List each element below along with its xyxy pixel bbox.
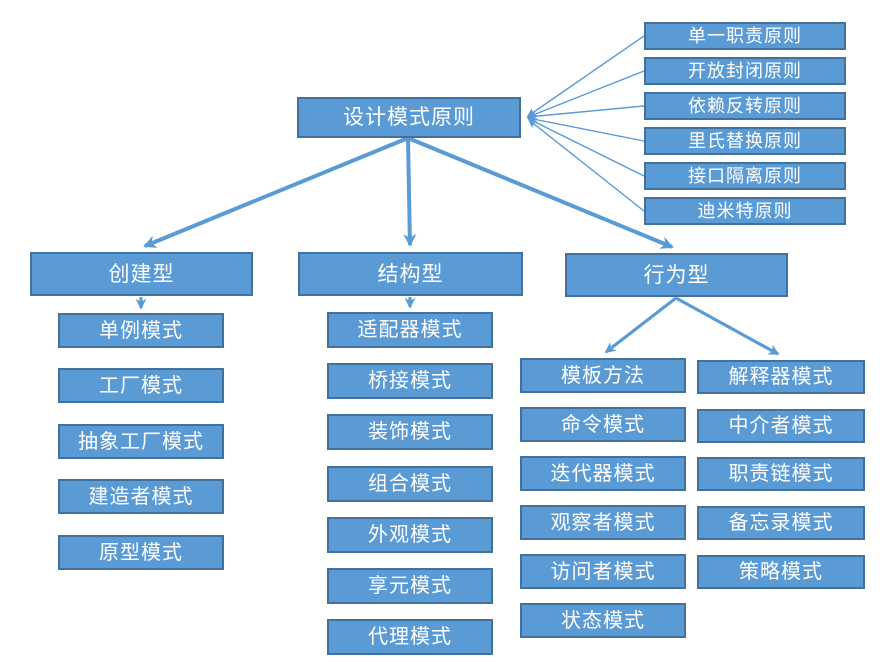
node-design-principles-root: 设计模式原则: [297, 97, 521, 138]
node-pattern-prototype: 原型模式: [58, 535, 224, 570]
node-pattern-mediator: 中介者模式: [697, 409, 865, 443]
node-pattern-state: 状态模式: [520, 603, 686, 638]
child-connectors: [135, 296, 780, 356]
node-pattern-chain-of-responsibility: 职责链模式: [697, 457, 865, 491]
node-principle-open-closed: 开放封闭原则: [644, 57, 846, 85]
node-pattern-facade: 外观模式: [327, 517, 493, 553]
node-pattern-adapter: 适配器模式: [327, 312, 493, 348]
node-principle-single-responsibility: 单一职责原则: [644, 22, 846, 50]
node-pattern-proxy: 代理模式: [327, 619, 493, 655]
node-pattern-flyweight: 享元模式: [327, 568, 493, 604]
node-pattern-command: 命令模式: [520, 407, 686, 442]
node-category-structural: 结构型: [298, 252, 523, 296]
node-pattern-interpreter: 解释器模式: [697, 360, 865, 394]
node-pattern-decorator: 装饰模式: [327, 414, 493, 450]
node-pattern-visitor: 访问者模式: [520, 554, 686, 589]
node-pattern-observer: 观察者模式: [520, 505, 686, 540]
node-pattern-template-method: 模板方法: [520, 358, 686, 393]
node-pattern-strategy: 策略模式: [697, 555, 865, 589]
node-category-creational: 创建型: [30, 252, 253, 296]
node-principle-liskov-substitution: 里氏替换原则: [644, 127, 846, 155]
node-pattern-composite: 组合模式: [327, 466, 493, 502]
principle-connectors: [526, 35, 645, 212]
node-pattern-iterator: 迭代器模式: [520, 456, 686, 491]
node-pattern-builder: 建造者模式: [58, 479, 224, 514]
node-pattern-memento: 备忘录模式: [697, 506, 865, 540]
category-connectors: [143, 136, 674, 249]
node-pattern-bridge: 桥接模式: [327, 363, 493, 399]
node-pattern-abstract-factory: 抽象工厂模式: [58, 424, 224, 459]
node-pattern-singleton: 单例模式: [58, 313, 224, 348]
node-principle-demeter: 迪米特原则: [644, 197, 846, 225]
node-category-behavioral: 行为型: [565, 253, 788, 297]
node-pattern-factory: 工厂模式: [58, 368, 224, 403]
node-principle-dependency-inversion: 依赖反转原则: [644, 92, 846, 120]
node-principle-interface-segregation: 接口隔离原则: [644, 162, 846, 190]
